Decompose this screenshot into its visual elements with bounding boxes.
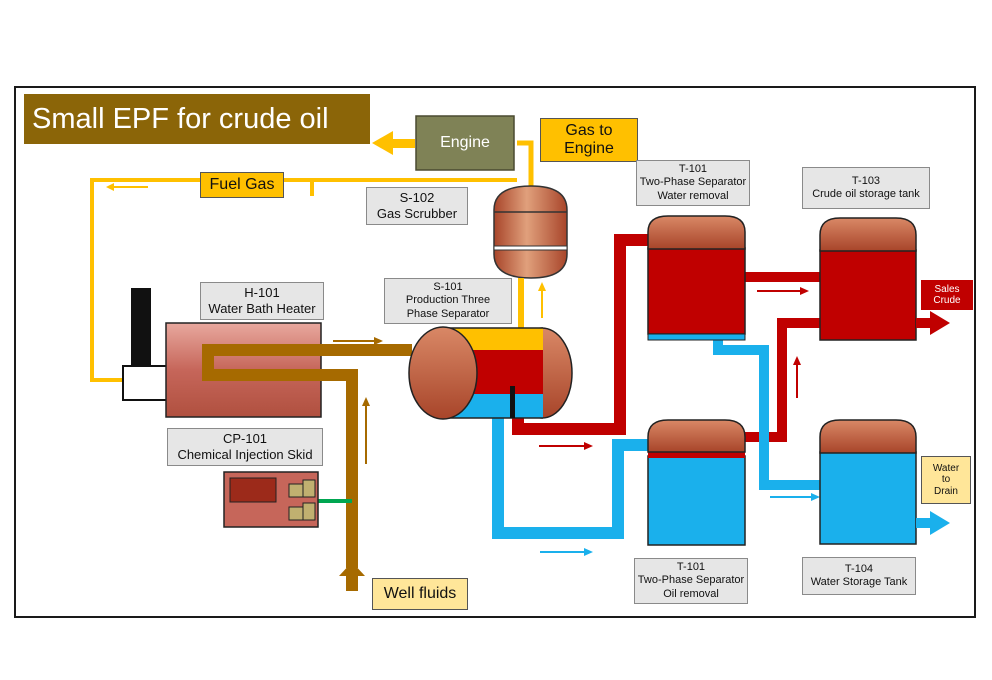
water-to-drain-line1: Water: [932, 462, 960, 474]
engine-block: [415, 115, 515, 171]
fuel-gas-line: [90, 178, 517, 382]
t101-water-name-line2: Water removal: [657, 189, 729, 202]
fuel-gas-arrow: [106, 183, 148, 191]
gas-scrubber-vessel: [493, 185, 568, 279]
t104-id: T-104: [844, 562, 874, 575]
s101-id: S-101: [433, 281, 463, 294]
t104-name: Water Storage Tank: [810, 576, 908, 588]
gas-to-engine-line1: Gas to: [565, 121, 613, 139]
t103-name: Crude oil storage tank: [812, 188, 920, 200]
gas-riser-line: [518, 278, 546, 328]
h101-id: H-101: [244, 285, 280, 301]
h101-label: H-101 Water Bath Heater: [200, 282, 324, 320]
sales-crude-outlet-arrow: [916, 311, 950, 335]
well-fluids-line: [202, 344, 412, 568]
engine-label: Engine: [440, 133, 490, 151]
well-fluids-inlet-arrow: [339, 562, 365, 591]
tank-t101-oil-removal: [647, 419, 746, 546]
sales-crude-tag: Sales Crude: [921, 280, 973, 310]
t101-oil-id: T-101: [676, 561, 706, 574]
heater-stack: [131, 288, 151, 368]
water-to-drain-line2: to: [941, 474, 951, 486]
heater-burner-box: [122, 365, 168, 401]
diagram-title: Small EPF for crude oil: [24, 94, 370, 144]
gas-to-engine-line2: Engine: [564, 140, 614, 157]
water-drain-outlet-arrow: [916, 511, 950, 535]
s101-name-line2: Phase Separator: [406, 307, 490, 320]
t101-oil-name-line2: Oil removal: [663, 587, 719, 600]
h101-name: Water Bath Heater: [208, 301, 316, 316]
oil-line-s101-to-t101: [512, 234, 650, 435]
sales-crude-line1: Sales: [934, 283, 960, 295]
s102-name: Gas Scrubber: [376, 206, 458, 221]
t103-label: T-103 Crude oil storage tank: [802, 167, 930, 209]
cp101-label: CP-101 Chemical Injection Skid: [167, 428, 323, 466]
water-line-s101-to-t101-oil: [492, 417, 650, 539]
gas-to-engine-line: [517, 140, 534, 188]
well-fluids-tag: Well fluids: [372, 578, 468, 610]
s102-label: S-102 Gas Scrubber: [366, 187, 468, 225]
t103-id: T-103: [851, 174, 881, 187]
water-flow-arrows: [540, 493, 820, 556]
t101-oil-label: T-101 Two-Phase Separator Oil removal: [634, 558, 748, 604]
oil-line-t101-to-t103: [745, 272, 820, 442]
cp101-name: Chemical Injection Skid: [177, 447, 313, 462]
tank-t104-water-storage: [819, 419, 917, 545]
well-fluid-flow-arrows: [333, 337, 383, 464]
t101-oil-name-line1: Two-Phase Separator: [637, 574, 745, 587]
t101-water-id: T-101: [678, 163, 708, 176]
fuel-gas-tag: Fuel Gas: [200, 172, 284, 198]
tank-t101-water-removal: [647, 215, 746, 341]
t104-label: T-104 Water Storage Tank: [802, 557, 916, 595]
water-to-drain-tag: Water to Drain: [921, 456, 971, 504]
water-to-drain-line3: Drain: [934, 485, 958, 497]
tank-t103-crude-storage: [819, 217, 917, 341]
t101-water-name-line1: Two-Phase Separator: [639, 176, 747, 189]
sales-crude-line2: Crude: [933, 295, 961, 306]
gas-to-engine-tag: Gas to Engine: [540, 118, 638, 162]
engine-exhaust-arrow: [372, 131, 415, 155]
three-phase-separator: [408, 326, 573, 420]
s101-name-line1: Production Three: [405, 294, 491, 307]
oil-flow-arrows: [539, 287, 809, 450]
cp101-id: CP-101: [222, 431, 268, 447]
water-line-t101-to-t104: [713, 338, 820, 490]
s102-id: S-102: [399, 190, 435, 206]
chemical-injection-skid: [223, 471, 319, 528]
s101-label: S-101 Production Three Phase Separator: [384, 278, 512, 324]
t101-water-label: T-101 Two-Phase Separator Water removal: [636, 160, 750, 206]
